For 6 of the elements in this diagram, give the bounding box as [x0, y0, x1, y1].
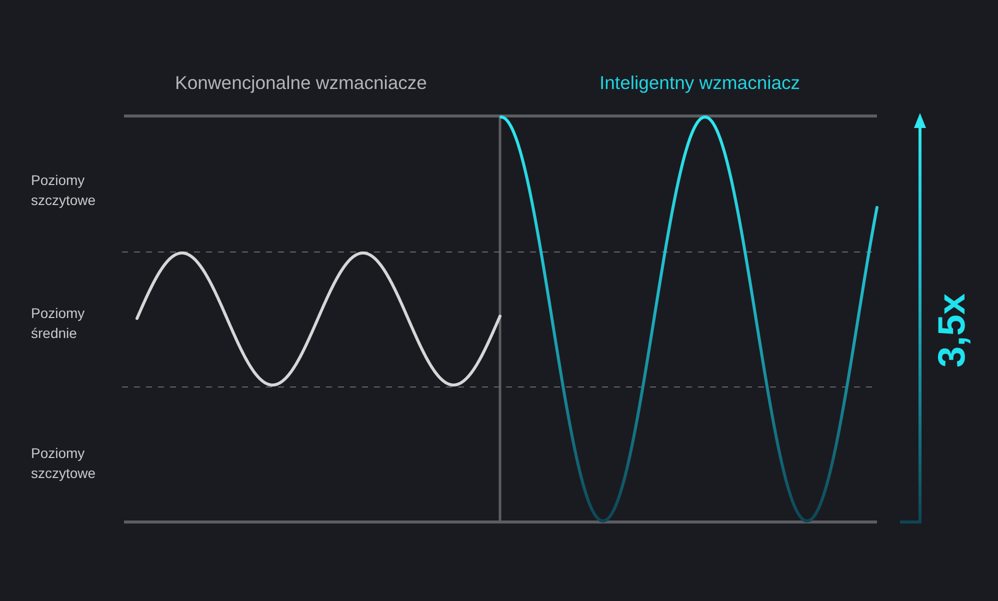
level-label: Poziomy szczytowe [31, 444, 97, 483]
column-heading: Inteligentny wzmacniacz [600, 72, 800, 94]
column-heading: Konwencjonalne wzmacniacze [175, 72, 427, 94]
level-label: Poziomy średnie [31, 304, 86, 343]
multiplier-label: 3,5x [931, 293, 974, 367]
level-label: Poziomy szczytowe [31, 171, 97, 210]
